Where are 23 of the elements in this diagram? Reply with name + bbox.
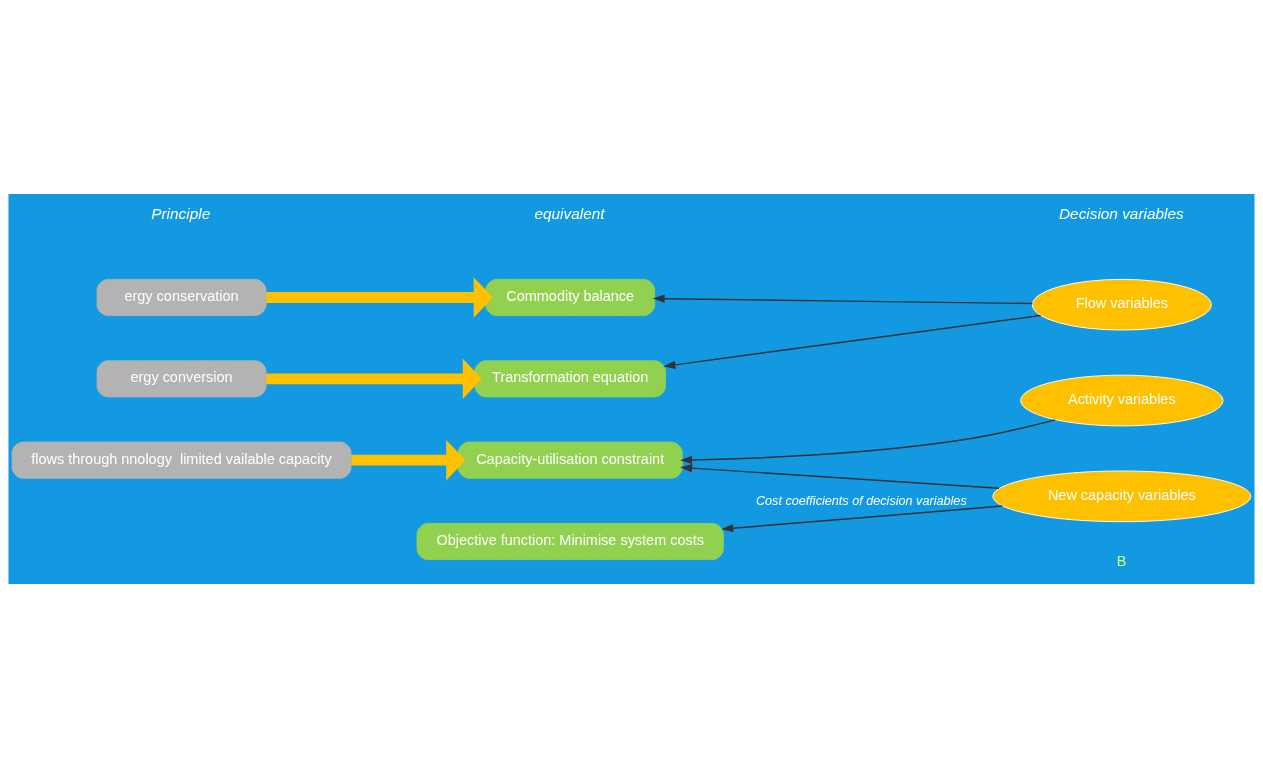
node-box: Commodity balance bbox=[485, 278, 656, 316]
arrow bbox=[652, 294, 1034, 304]
arrow bbox=[680, 463, 1000, 489]
label: Principle bbox=[151, 204, 211, 222]
arrow bbox=[266, 276, 493, 318]
node-ellipse: Flow variables bbox=[1031, 278, 1212, 331]
arrow bbox=[721, 504, 1003, 532]
node-box: flows through nnology limited vailable capacity bbox=[11, 441, 352, 479]
node-box: ergy conversion bbox=[96, 359, 267, 397]
label: equivalent bbox=[534, 204, 605, 222]
arrow bbox=[680, 418, 1056, 464]
node-box: Objective function: Minimise system costs bbox=[416, 522, 724, 560]
arrow bbox=[351, 439, 466, 480]
label: Decision variables bbox=[1059, 204, 1184, 222]
node-ellipse: New capacity variables bbox=[992, 470, 1252, 522]
edge-label: Cost coefficients of decision variables bbox=[755, 493, 967, 508]
label: B bbox=[1116, 552, 1127, 569]
arrow bbox=[266, 358, 483, 399]
node-box: Transformation equation bbox=[474, 359, 666, 397]
arrow bbox=[663, 314, 1042, 369]
node-box: Capacity-utilisation constraint bbox=[457, 441, 683, 479]
node-box: ergy conservation bbox=[96, 278, 267, 316]
node-ellipse: Activity variables bbox=[1020, 374, 1224, 426]
